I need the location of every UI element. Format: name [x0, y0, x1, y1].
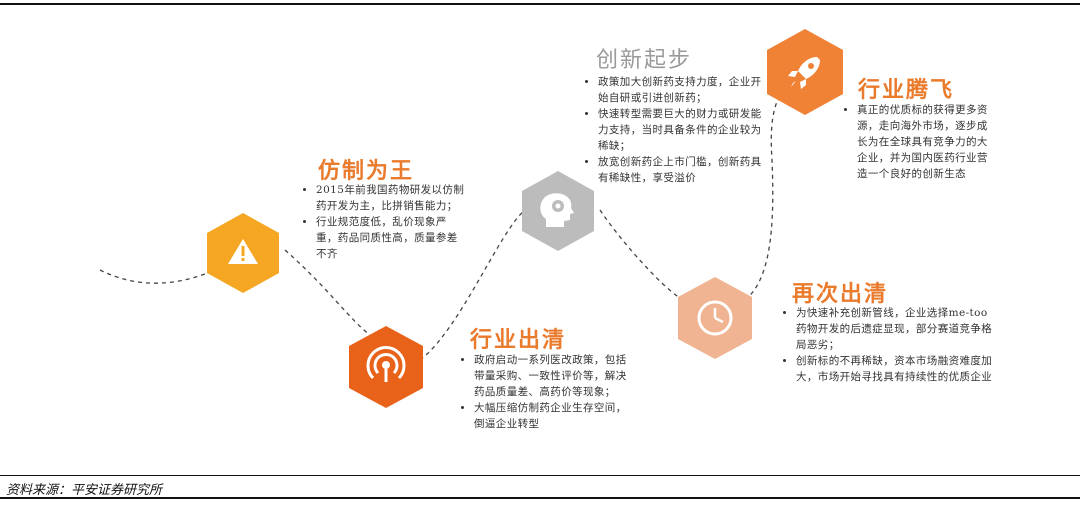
warning-icon [228, 239, 258, 264]
stage-3-bullet: 政策加大创新药支持力度，企业开始自研或引进创新药； [598, 74, 770, 106]
stage-3-bullet: 快速转型需要巨大的财力或研发能力支持，当时具备条件的企业较为稀缺； [598, 106, 770, 154]
stage-5-bullets: 为快速补充创新管线，企业选择me-too药物开发的后遗症显现，部分赛道竞争格局恶… [782, 305, 994, 385]
stage-2-title: 行业出清 [470, 327, 567, 353]
source-note: 资料来源：平安证券研究所 [6, 483, 163, 498]
stage-1-bullet: 2015年前我国药物研发以仿制药开发为主，比拼销售能力； [316, 182, 466, 214]
head-gear-icon [540, 193, 574, 227]
footer-rule [0, 475, 1080, 476]
stage-4-title: 行业腾飞 [858, 77, 955, 103]
stage-4-hexagon [767, 29, 843, 115]
stage-1-hexagon [207, 213, 279, 293]
stage-5-hexagon [678, 277, 752, 359]
rocket-icon [788, 57, 820, 89]
clock-icon [697, 300, 733, 336]
stage-4-bullets: 真正的优质标的获得更多资源，走向海外市场，逐步成长为在全球具有竞争力的大企业，并… [843, 102, 997, 182]
stage-2-hexagon [349, 326, 423, 408]
stage-5-title: 再次出清 [792, 281, 889, 307]
stage-2-bullet: 大幅压缩仿制药企业生存空间，倒逼企业转型 [474, 400, 634, 432]
broadcast-icon [366, 346, 406, 382]
stage-3-bullet: 放宽创新药企上市门槛，创新药具有稀缺性，享受溢价 [598, 154, 770, 186]
stage-1-bullets: 2015年前我国药物研发以仿制药开发为主，比拼销售能力； 行业规范度低，乱价现象… [302, 182, 466, 262]
bottom-rule [0, 497, 1080, 499]
stage-4-bullet: 真正的优质标的获得更多资源，走向海外市场，逐步成长为在全球具有竞争力的大企业，并… [857, 102, 997, 182]
stage-1-bullet: 行业规范度低，乱价现象严重，药品同质性高，质量参差不齐 [316, 214, 466, 262]
stage-5-bullet: 创新标的不再稀缺，资本市场融资难度加大，市场开始寻找具有持续性的优质企业 [796, 353, 994, 385]
stage-5-bullet: 为快速补充创新管线，企业选择me-too药物开发的后遗症显现，部分赛道竞争格局恶… [796, 305, 994, 353]
stage-1-title: 仿制为王 [318, 158, 415, 184]
stage-3-title: 创新起步 [596, 48, 693, 73]
stage-2-bullets: 政府启动一系列医改政策，包括带量采购、一致性评价等，解决药品质量差、高药价等现象… [460, 352, 634, 432]
top-rule [0, 3, 1080, 5]
stage-3-hexagon [522, 171, 594, 251]
stage-2-bullet: 政府启动一系列医改政策，包括带量采购、一致性评价等，解决药品质量差、高药价等现象… [474, 352, 634, 400]
stage-3-bullets: 政策加大创新药支持力度，企业开始自研或引进创新药； 快速转型需要巨大的财力或研发… [584, 74, 770, 186]
